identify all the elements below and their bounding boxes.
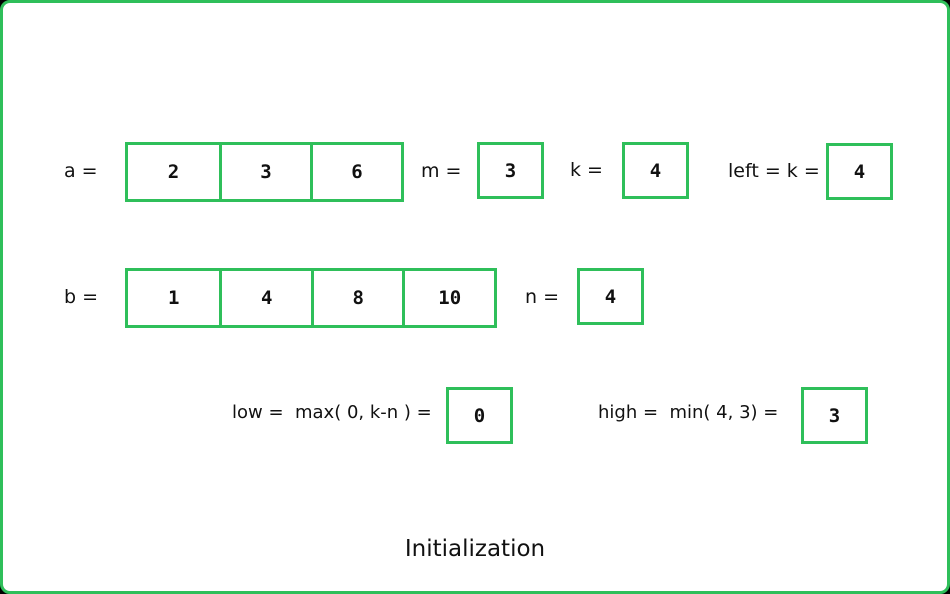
- diagram-caption: Initialization: [404, 536, 546, 562]
- array-b-label: b =: [64, 286, 99, 308]
- n-label: n =: [525, 286, 560, 308]
- array-b-cell: 4: [219, 271, 311, 325]
- low-value-box: 0: [446, 387, 513, 444]
- array-a: 2 3 6: [125, 142, 404, 202]
- high-value-box: 3: [801, 387, 868, 444]
- low-label: low = max( 0, k-n ) =: [232, 402, 432, 423]
- array-a-cell: 3: [218, 145, 310, 199]
- n-value-box: 4: [577, 268, 644, 325]
- high-label: high = min( 4, 3) =: [598, 402, 779, 423]
- left-value-box: 4: [826, 143, 893, 200]
- array-a-cell: 2: [167, 161, 180, 183]
- array-b-cell: 10: [402, 271, 494, 325]
- array-a-label: a =: [64, 160, 98, 182]
- array-b-cell: 1: [168, 287, 180, 309]
- m-value-box: 3: [477, 142, 544, 199]
- array-a-cell: 6: [310, 145, 401, 199]
- k-value-box: 4: [622, 142, 689, 199]
- left-label: left = k =: [728, 160, 820, 182]
- array-b-cell: 8: [310, 271, 403, 325]
- array-b: 1 4 8 10: [125, 268, 497, 328]
- k-label: k =: [570, 159, 603, 181]
- m-label: m =: [421, 160, 462, 182]
